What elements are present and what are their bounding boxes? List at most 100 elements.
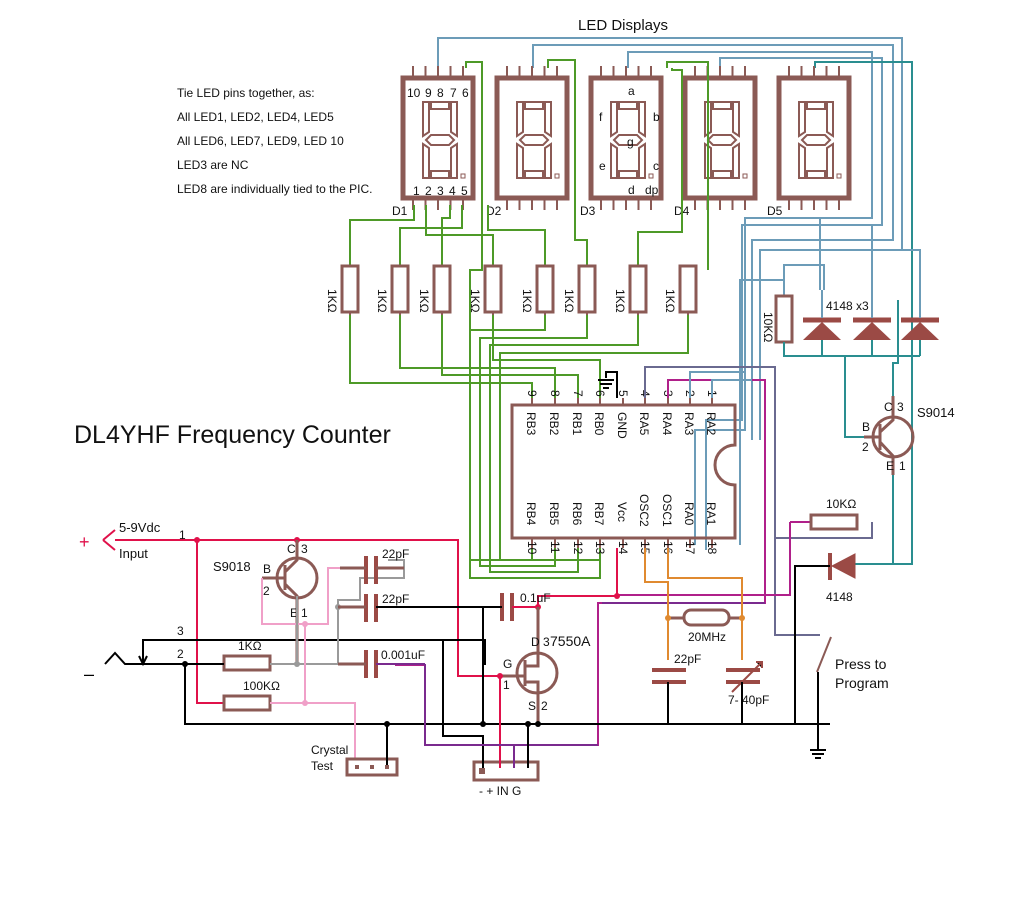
d1-pin-7: 7: [450, 86, 457, 100]
svg-text:RA2: RA2: [704, 412, 718, 436]
svg-text:16: 16: [661, 541, 675, 555]
segment: [800, 134, 832, 146]
seg-a: a: [628, 84, 635, 98]
capacitor-0001uf-label: 0.001uF: [381, 648, 425, 662]
segment: [422, 101, 430, 138]
diode-array: [803, 290, 939, 356]
crystal-20mhz: [682, 608, 731, 627]
led-display-d1: [400, 66, 476, 210]
resistor-10k-pullup: [774, 294, 794, 344]
segment: [798, 142, 806, 179]
led-display-d2: [494, 66, 570, 210]
resistor-1k-label: 1KΩ: [238, 639, 262, 653]
reg-s: S: [528, 699, 536, 713]
svg-text:RA0: RA0: [682, 502, 696, 526]
capacitor-0001uf: [364, 650, 378, 678]
resistor-1k: 1KΩ: [325, 264, 360, 315]
segment: [638, 101, 646, 138]
svg-text:RB0: RB0: [592, 412, 606, 436]
svg-text:OSC2: OSC2: [637, 494, 651, 527]
segment: [706, 134, 738, 146]
resistor-1k-label: 1KΩ: [562, 289, 576, 313]
probe-header[interactable]: [472, 760, 540, 782]
svg-text:Vcc: Vcc: [615, 502, 629, 522]
svg-text:17: 17: [683, 541, 697, 555]
resistor-1k-label: 1KΩ: [375, 289, 389, 313]
resistor-10k-program: [809, 513, 859, 531]
led-display-d5: [776, 66, 852, 210]
connectors: Crystal Test - + IN G: [311, 640, 598, 798]
segment: [430, 170, 450, 179]
svg-text:RA3: RA3: [682, 412, 696, 436]
oscillator: 20MHz 22pF 7- 40pF: [652, 608, 769, 724]
decimal-point: [554, 173, 560, 179]
crystal-test-label-2: Test: [311, 759, 334, 773]
segment: [806, 170, 826, 179]
led-displays: [400, 66, 852, 210]
segment: [524, 170, 544, 179]
d3-segment-labels: a f b g e c d dp: [599, 84, 660, 197]
display-label-d1: D1: [392, 204, 408, 218]
note-line-5: LED8 are individually tied to the PIC.: [177, 182, 372, 196]
diode-array-label: 4148 x3: [826, 299, 869, 313]
power-label-1: 5-9Vdc: [119, 520, 161, 535]
resistor-100k-label: 100KΩ: [243, 679, 280, 693]
note-line-3: All LED6, LED7, LED9, LED 10: [177, 134, 344, 148]
svg-text:OSC1: OSC1: [660, 494, 674, 527]
resistor-1k-label: 1KΩ: [468, 289, 482, 313]
segment: [610, 101, 618, 138]
decimal-point: [836, 173, 842, 179]
segment: [618, 101, 638, 110]
svg-text:GND: GND: [615, 412, 629, 439]
svg-text:RB5: RB5: [547, 502, 561, 526]
resistor-100k: [222, 694, 272, 712]
resistor-1k-label: 1KΩ: [613, 289, 627, 313]
svg-text:RA1: RA1: [704, 502, 718, 526]
reg-d: D: [531, 635, 540, 649]
svg-text:7: 7: [571, 390, 585, 397]
q2-b-pin: 2: [263, 584, 270, 598]
d1-pin-10: 10: [407, 86, 421, 100]
segment: [516, 101, 524, 138]
svg-text:RB7: RB7: [592, 502, 606, 526]
decimal-point: [742, 173, 748, 179]
svg-text:9: 9: [525, 390, 539, 397]
probe-header-labels: - + IN G: [479, 784, 521, 798]
segment: [806, 101, 826, 110]
page-title: DL4YHF Frequency Counter: [74, 421, 391, 449]
svg-text:RB6: RB6: [570, 502, 584, 526]
pic-pin-ra0: 17 RA0: [682, 502, 697, 555]
reg-name: 7550A: [550, 633, 591, 649]
seg-dp: dp: [645, 183, 659, 197]
display-label-d5: D5: [767, 204, 783, 218]
node-1: 1: [179, 528, 186, 542]
segment: [450, 101, 458, 138]
svg-text:5: 5: [616, 390, 630, 397]
crystal-test-header[interactable]: [345, 757, 399, 777]
svg-text:RB4: RB4: [524, 502, 538, 526]
switch-label-2: Program: [835, 675, 889, 691]
pic-chip: 9RB38RB27RB16RB05GND4RA53RA42RA31RA210RB…: [510, 371, 737, 555]
d1-pin-2: 2: [425, 184, 432, 198]
capacitor-22pf-osc-label: 22pF: [674, 652, 701, 666]
node-3: 3: [177, 624, 184, 638]
resistor-1k-input: [222, 654, 272, 672]
resistor-1k-label: 1KΩ: [663, 289, 677, 313]
node-2: 2: [177, 647, 184, 661]
resistor-10k-program-label: 10KΩ: [826, 497, 856, 511]
push-switch[interactable]: [816, 636, 832, 673]
q2-name: S9018: [213, 559, 251, 574]
segment: [518, 134, 550, 146]
seg-b: b: [653, 110, 660, 124]
svg-text:15: 15: [638, 541, 652, 555]
seg-c: c: [653, 159, 659, 173]
crystal-label: 20MHz: [688, 630, 726, 644]
capacitor-22pf-2: [364, 594, 378, 622]
segment: [712, 101, 732, 110]
resistor-1k: 1KΩ: [375, 264, 410, 315]
